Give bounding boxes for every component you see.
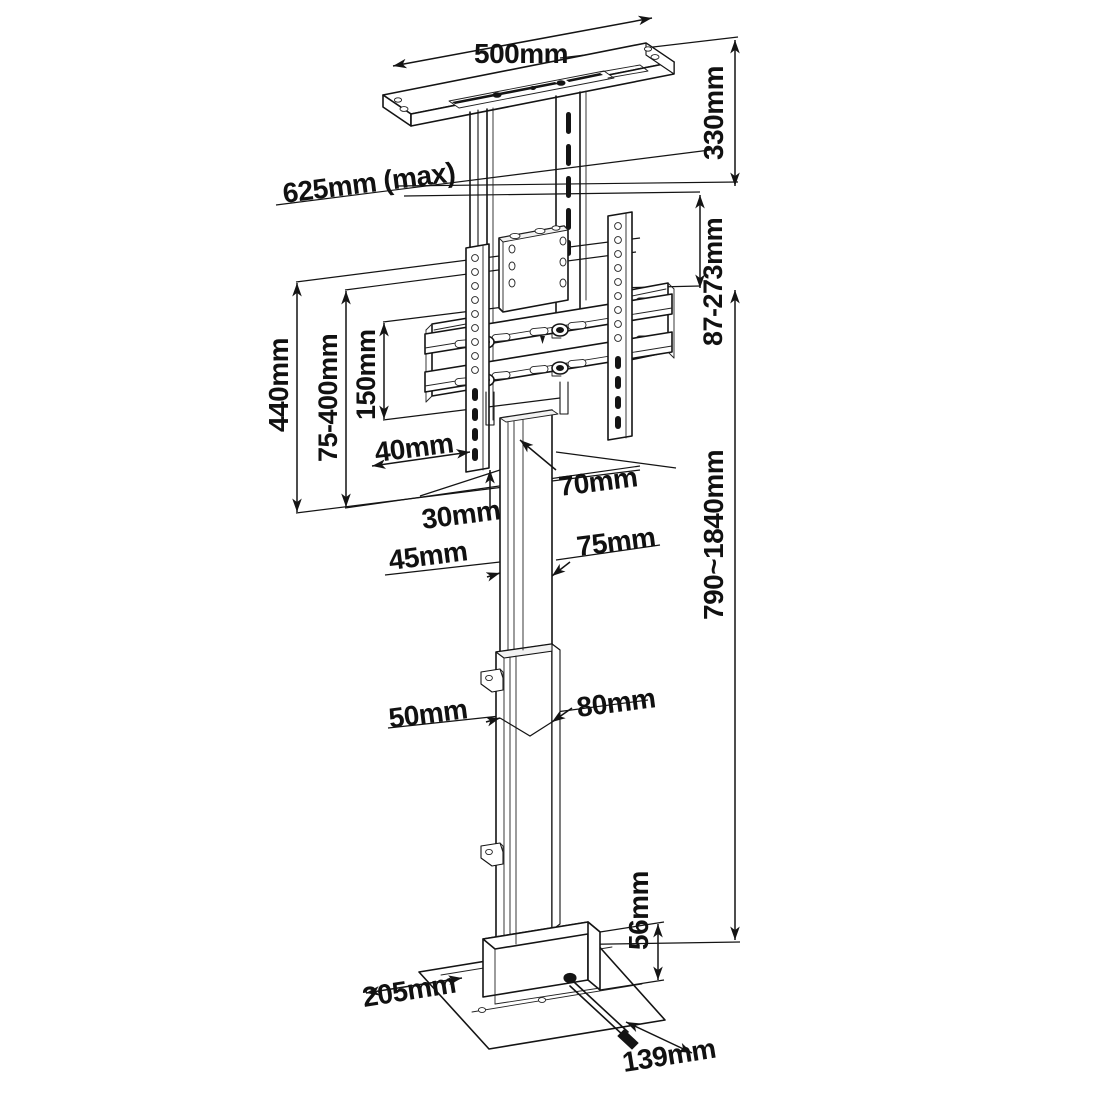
dim-label-440mm: 440mm [263,338,294,432]
right-vertical-vesa-strip [607,211,633,441]
lower-cable-clip [480,842,504,867]
dimension-top-plate-width: 500mm [392,15,653,69]
lower-right-lock-knob [551,361,569,377]
bracket-drop-tabs [485,381,569,426]
dim-label-500mm: 500mm [474,38,568,69]
upper-cable-clip [480,668,504,693]
dim-label-56mm: 56mm [623,871,654,950]
dimension-tilt-depth-range: 87-273mm [695,195,728,346]
dimension-bracket-inner-height: 150mm [351,323,389,420]
dimension-vesa-height-overall: 440mm [263,283,302,512]
left-vertical-vesa-strip [465,243,490,473]
left-strip-holes [471,254,479,374]
dimension-vesa-height-range: 75-400mm [313,291,351,507]
dim-label-150mm: 150mm [351,329,381,420]
motorized-lift-column [495,409,561,939]
dim-label-330mm: 330mm [698,66,729,160]
dim-label-87-273mm: 87-273mm [698,218,728,346]
dimension-total-height-range: 790~1840mm [698,290,740,940]
right-strip-holes [614,222,622,342]
tv-vesa-bracket [424,211,675,473]
dim-label-790-1840mm: 790~1840mm [698,450,729,620]
center-mount-plate [498,225,569,313]
dimension-ceiling-drop: 330mm [698,40,740,186]
dimension-base-height: 56mm [599,871,665,991]
motor-base-box [418,921,666,1050]
dim-label-75-400mm: 75-400mm [313,334,343,462]
upper-right-lock-knob [551,323,569,339]
